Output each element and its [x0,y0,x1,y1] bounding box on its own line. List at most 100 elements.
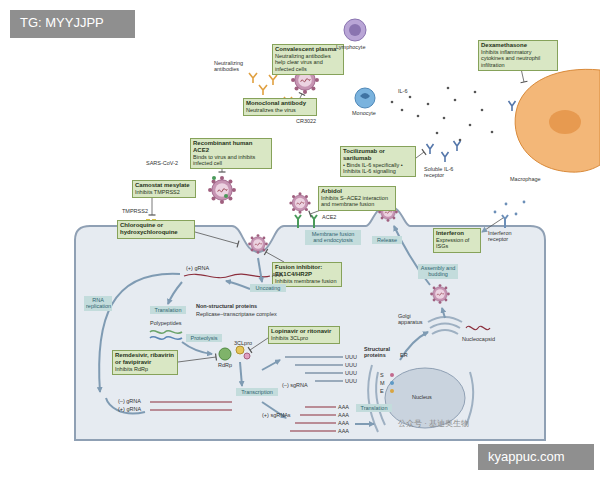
process-step-box: Proteolysis [186,334,222,342]
lymphocyte-cell [344,19,366,41]
box-heading: Camostat mesylate [135,182,193,189]
box-heading: Translation [358,405,390,411]
box-heading: Assembly and budding [420,265,456,278]
drug-box: Camostat mesylateInhibits TMPRSS2 [132,180,196,198]
antibody [269,75,277,85]
box-text: Inhibits inflammatory cytokines and neut… [481,49,555,68]
box-heading: Remdesivir, ribavirin or favipiravir [115,352,175,366]
process-step-box: Uncoating [250,284,286,292]
antibody [259,85,267,95]
virus-particle [289,192,310,213]
box-text: Neutralizes the virus [246,107,314,113]
drug-box: Monoclonal antibodyNeutralizes the virus [243,98,317,116]
nucleus [385,368,465,428]
drug-box: Remdesivir, ribavirin or favipiravirInhi… [112,350,178,375]
box-heading: Monoclonal antibody [246,100,314,107]
interferon-receptor [502,215,508,228]
drug-box: Recombinant human ACE2Binds to virus and… [190,138,272,169]
protein-label: Nucleocapsid [462,336,495,342]
il6-receptor [427,144,434,154]
il6-dots [391,87,494,142]
protein-label: TMPRSS2 [122,208,148,214]
inhibitor-lines [152,64,524,362]
rna-tail-label: AAA [338,420,349,426]
box-text: Inhibits 3CLpro [271,335,337,341]
polypeptide [150,331,182,334]
rna-label: (+) sgRNAs [262,412,291,418]
box-heading: Tocilizumab or sarilumab [343,148,413,162]
process-step-box: Assembly and budding [418,264,458,279]
molecule-label: Neutralizing antibodies [214,60,248,72]
rna-tail-label: AAA [338,404,349,410]
box-heading: Transcription [238,389,276,395]
il6-receptor [509,101,516,111]
rna-strand [290,407,336,431]
box-heading: Convalescent plasma [275,46,341,53]
box-heading: Fusion inhibitor: EK1C4/HR2P [275,264,339,278]
protein-label: 3CLpro [234,340,252,346]
box-heading: Dexamethasone [481,42,555,49]
rna-label: AAA [272,272,283,278]
watermark: kyappuc.com [488,450,565,464]
box-heading: Chloroquine or hydroxychloroquine [120,222,192,236]
rna-label: (–) sgRNA [282,382,308,388]
3clpro-protein [236,346,244,354]
box-text: Inhibits RdRp [115,366,175,372]
nucleocapsid [466,326,490,329]
protein-label: Replicase–transcriptase complex [196,311,277,317]
process-step-box: Release [372,236,402,244]
box-heading: Interferon [436,230,478,237]
antibody [249,73,257,83]
drug-box: Lopinavir or ritonavirInhibits 3CLpro [268,326,340,344]
protein-label: RdRp [218,362,232,368]
drug-box: ArbidolInhibits S–ACE2 interaction and m… [318,186,396,211]
monocyte-cell [355,88,375,108]
process-step-box: Translation [150,306,186,314]
cell-label: Lymphocyte [336,44,365,50]
virus-particle [208,176,236,204]
e-protein [390,389,394,393]
protein-label: Polypeptides [150,320,182,326]
golgi-apparatus [428,317,462,334]
polypeptide [150,337,182,340]
rna-label: (+) gRNA [118,406,141,412]
watermark-box [478,444,594,470]
protein-label: Structural proteins [364,346,398,358]
box-heading: Translation [152,307,184,313]
box-text: Inhibits TMPRSS2 [135,189,193,195]
process-arrows [99,226,445,424]
m-protein [390,381,394,385]
rna-strand [184,274,270,278]
box-heading: Membrane fusion and endocytosis [307,231,359,244]
box-heading: Release [374,237,400,243]
organelle-label: Golgi apparatus [398,313,428,325]
cell-label: Monocyte [352,110,376,116]
nsp-protein [244,353,250,359]
il6-receptor [454,141,461,151]
protein-label: Non-structural proteins [196,303,257,309]
il6-receptor [442,152,449,162]
cell-label: Macrophage [510,176,541,182]
process-step-box: Membrane fusion and endocytosis [305,230,361,245]
rna-tail-label: UUU [345,354,357,360]
virus-particle [430,284,450,304]
interferon-signal [482,218,503,232]
rna-label: (–) gRNA [118,398,141,404]
endoplasmic-reticulum [368,365,473,432]
macrophage-nucleus [549,110,581,134]
organelle-label: ER [400,352,408,358]
molecule-label: IL-6 [398,88,407,94]
box-heading: Recombinant human ACE2 [193,140,269,154]
protein-label: E [380,388,384,394]
rna-tail-label: UUU [345,378,357,384]
macrophage-cell [515,69,600,172]
rna-tail-label: UUU [345,370,357,376]
rna-tail-label: AAA [338,428,349,434]
host-cell [75,206,545,440]
protein-label: ACE2 [322,214,336,220]
ace2-receptor [311,215,317,228]
drug-box: Convalescent plasmaNeutralizing antibodi… [272,44,344,75]
virus-particle [248,234,268,254]
